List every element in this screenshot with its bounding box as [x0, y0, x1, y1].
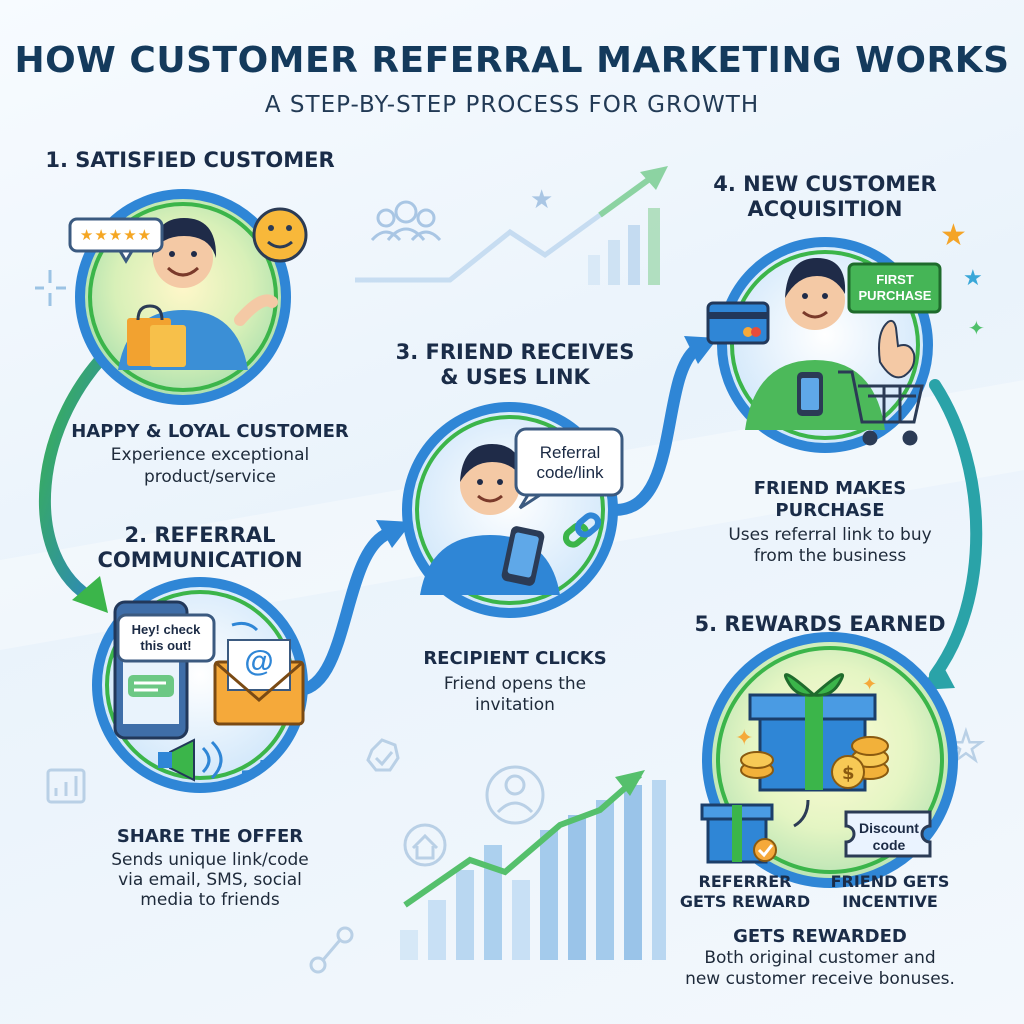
- step3-heading-line2: & USES LINK: [440, 365, 590, 389]
- flow-arrows: [39, 334, 983, 697]
- step1-desc-line1: Experience exceptional: [110, 445, 310, 465]
- step5-desc-line1: Both original customer and: [704, 948, 936, 968]
- step2-heading-line2: COMMUNICATION: [97, 548, 303, 572]
- step3-heading-line1: 3. FRIEND RECEIVES: [395, 340, 635, 364]
- growth-chart-decor-top: [355, 166, 668, 285]
- curved-arrow-icon: [231, 621, 259, 632]
- sms-bubble: [116, 613, 216, 663]
- step4-desc-line1: Uses referral link to buy: [728, 525, 932, 545]
- friend-incentive-line2: INCENTIVE: [842, 892, 938, 911]
- email-envelope-icon: [213, 639, 305, 726]
- five-star-rating: ★★★★★: [79, 227, 153, 244]
- megaphone-icon: [158, 738, 223, 782]
- step4-caption-line2: PURCHASE: [775, 500, 885, 521]
- step5-heading: 5. REWARDS EARNED: [694, 612, 946, 636]
- step4-heading-line2: ACQUISITION: [747, 197, 903, 221]
- step1-desc-line2: product/service: [143, 467, 276, 487]
- step2-desc-line3: media to friends: [140, 890, 280, 910]
- star-icon: ✦: [968, 316, 985, 340]
- curved-arrow-icon: [793, 799, 810, 828]
- sms-bubble-text: Hey! check this out!: [131, 622, 201, 653]
- star-icon: ★: [530, 185, 553, 215]
- curved-arrow-icon: [241, 759, 264, 774]
- shopping-cart-icon: [838, 370, 924, 446]
- friend-incentive-line1: FRIEND GETS: [830, 872, 950, 891]
- star-icon: ★: [963, 266, 983, 291]
- step2-heading-line1: 2. REFERRAL: [124, 523, 276, 547]
- shopping-bag-icon: [127, 304, 186, 367]
- referrer-reward-line2: GETS REWARD: [679, 892, 811, 911]
- smiley-bubble-icon: [252, 207, 308, 263]
- growth-chart-decor-bottom: [400, 770, 666, 960]
- house-badge-icon: [403, 823, 447, 867]
- first-purchase-text: FIRST PURCHASE: [858, 272, 932, 303]
- small-gift-icon: [700, 803, 777, 864]
- step2-desc-line1: Sends unique link/code: [111, 850, 309, 870]
- star-icon: ★: [940, 218, 967, 253]
- credit-card-icon: [706, 301, 770, 345]
- step5-desc-line2: new customer receive bonuses.: [685, 969, 955, 989]
- sparkle-icon: ✦: [862, 674, 877, 695]
- discount-code-text: Discount code: [859, 820, 919, 853]
- page-subtitle: A STEP-BY-STEP PROCESS FOR GROWTH: [264, 92, 760, 118]
- sparkle-icon: [35, 270, 66, 306]
- step4-caption-line1: FRIEND MAKES: [753, 478, 907, 499]
- sparkle-icon: ✦: [735, 726, 753, 751]
- step2-caption: SHARE THE OFFER: [116, 826, 304, 847]
- page-title: HOW CUSTOMER REFERRAL MARKETING WORKS: [14, 40, 1010, 81]
- step3-desc-line2: invitation: [475, 695, 555, 715]
- step4-desc-line2: from the business: [753, 546, 907, 566]
- bar-chart-icon: [46, 768, 86, 804]
- step2-circle: [92, 577, 308, 793]
- referrer-reward-line1: REFERRER: [698, 872, 792, 891]
- first-purchase-badge: [847, 262, 942, 314]
- step3-desc-line1: Friend opens the: [443, 674, 587, 694]
- referral-bubble-text: Referral code/link: [536, 443, 604, 482]
- step1-heading: 1. SATISFIED CUSTOMER: [45, 148, 335, 172]
- review-bubble: [68, 217, 164, 264]
- smartphone-icon: [501, 526, 545, 586]
- arrow-head: [72, 576, 108, 613]
- step4-circle: [706, 237, 933, 453]
- user-circle-icon: [485, 765, 545, 825]
- step2-desc-line2: via email, SMS, social: [118, 870, 302, 890]
- svg-text:$: $: [842, 763, 855, 784]
- discount-ticket: [844, 810, 932, 858]
- referral-bubble: [514, 427, 624, 510]
- man-customer-illustration: [745, 258, 885, 430]
- step4-heading-line1: 4. NEW CUSTOMER: [713, 172, 937, 196]
- pointing-hand-icon: [878, 319, 916, 379]
- step3-caption: RECIPIENT CLICKS: [423, 648, 607, 669]
- people-icon: [370, 200, 442, 242]
- network-icon: [309, 926, 354, 974]
- coins-icon: $: [740, 736, 889, 789]
- arrow-head: [376, 520, 412, 548]
- chain-link-icon: [562, 512, 602, 548]
- step5-caption: GETS REWARDED: [733, 926, 907, 947]
- at-symbol-icon: @: [244, 645, 274, 678]
- badge-check-icon: [366, 738, 400, 772]
- step1-caption: HAPPY & LOYAL CUSTOMER: [71, 421, 349, 442]
